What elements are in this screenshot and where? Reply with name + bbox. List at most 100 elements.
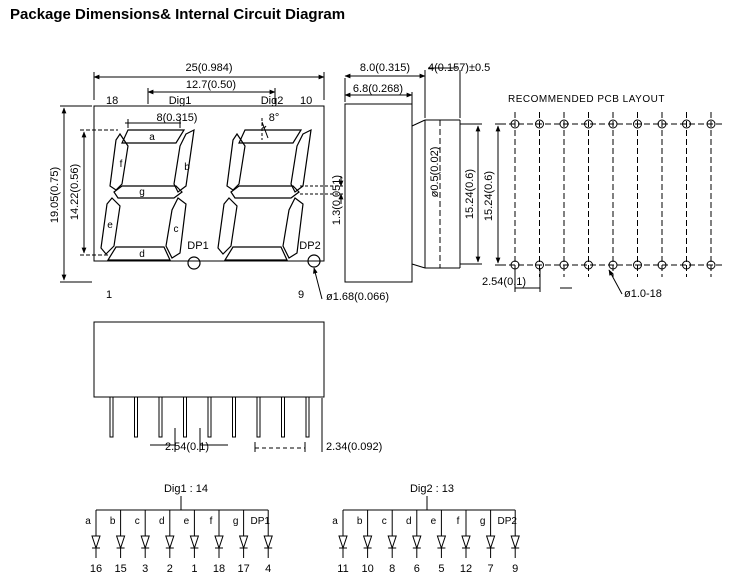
pcb-hole-top xyxy=(682,119,691,129)
segment-label: a xyxy=(85,516,91,527)
segment-label: f xyxy=(457,516,460,527)
pcb-pitch-label: 2.54(0.1) xyxy=(482,276,526,288)
bottom-pin xyxy=(305,396,310,438)
led-diode xyxy=(510,535,520,550)
pcb-hole-bottom xyxy=(706,260,716,270)
pin-number: 1 xyxy=(191,563,197,575)
dig1-segment-e xyxy=(100,197,121,255)
bottom-pin xyxy=(232,396,236,438)
bottom-pin xyxy=(183,396,187,438)
bottom-view xyxy=(93,321,325,452)
dig1-seg-f-label: f xyxy=(120,159,123,170)
led-diode xyxy=(387,535,397,550)
dp1-label: DP1 xyxy=(187,240,208,252)
pin-18-label: 18 xyxy=(106,95,118,107)
led-diode xyxy=(214,535,224,550)
segment-thickness-label: 1.3(0.051) xyxy=(331,175,343,225)
dp2-label: DP2 xyxy=(299,240,320,252)
led-diode xyxy=(436,535,447,550)
dig2-segment-a xyxy=(238,129,303,144)
led-diode xyxy=(263,535,273,550)
digit-height-dimension-label: 14.22(0.56) xyxy=(69,164,81,220)
pcb-hole-bottom xyxy=(682,260,691,270)
segment-label: a xyxy=(332,516,338,527)
side-body xyxy=(344,103,413,283)
dig1-seg-e-label: e xyxy=(107,220,113,231)
pin-number: 5 xyxy=(438,563,444,575)
dig1-segment-b xyxy=(173,128,195,193)
led-diode xyxy=(189,535,200,550)
digit-1 xyxy=(100,128,201,270)
dig2-segment-g xyxy=(230,185,300,199)
dig1-seg-c-label: c xyxy=(174,224,179,235)
pcb-hole-bottom xyxy=(633,260,642,270)
segment-label: d xyxy=(406,516,412,527)
dig1-segment-a xyxy=(121,129,186,144)
pcb-hole-bottom xyxy=(657,260,667,270)
segment-label: e xyxy=(431,516,437,527)
pcb-hole-top xyxy=(584,119,593,129)
pin-number: 7 xyxy=(488,563,494,575)
pitch-dimension-label: 12.7(0.50) xyxy=(186,79,236,91)
page-title: Package Dimensions& Internal Circuit Dia… xyxy=(10,6,346,23)
bottom-pin xyxy=(207,396,212,438)
height-dimension-label: 19.05(0.75) xyxy=(49,167,61,223)
led-diode xyxy=(165,535,175,550)
bottom-offset-label: 2.34(0.092) xyxy=(326,441,382,453)
pin-number: 17 xyxy=(237,563,249,575)
dig1-seg-a-label: a xyxy=(149,132,155,143)
dig2-segment-c xyxy=(282,197,304,259)
led-diode xyxy=(338,535,348,550)
pin-1-label: 1 xyxy=(106,289,112,301)
segment-label: e xyxy=(184,516,190,527)
pin-number: 18 xyxy=(213,563,225,575)
side-body-depth-label: 6.8(0.268) xyxy=(353,83,403,95)
bottom-pin xyxy=(281,396,285,438)
side-row-spacing-label: 15.24(0.6) xyxy=(464,169,476,219)
bottom-pin xyxy=(256,396,261,438)
pcb-hole-bottom xyxy=(584,260,593,270)
common-label: Dig1 : 14 xyxy=(164,483,208,495)
segment-label: b xyxy=(357,516,363,527)
bottom-body xyxy=(93,321,325,398)
dig2-label: Dig2 xyxy=(261,95,284,107)
dig1-label: Dig1 xyxy=(169,95,192,107)
pcb-hole-bottom xyxy=(535,260,544,270)
width-dimension-label: 25(0.984) xyxy=(185,62,232,74)
pcb-hole-top xyxy=(559,119,569,129)
led-diode xyxy=(461,535,471,550)
dp-diameter-label: ø1.68(0.066) xyxy=(326,291,389,303)
pcb-hole-top xyxy=(633,119,642,129)
pin-number: 9 xyxy=(512,563,518,575)
pcb-hole-top xyxy=(535,119,544,129)
pcb-hole-bottom xyxy=(559,260,569,270)
pcb-hole-label: ø1.0-18 xyxy=(624,288,662,300)
side-depth-label: 8.0(0.315) xyxy=(360,62,410,74)
segment-width-label: 8(0.315) xyxy=(157,112,198,124)
dig1-seg-g-label: g xyxy=(139,187,145,198)
dig1-segment-c xyxy=(165,197,187,259)
pin-number: 6 xyxy=(414,563,420,575)
dig1-seg-d-label: d xyxy=(139,249,145,260)
bottom-pin xyxy=(158,396,163,438)
pin-9-label: 9 xyxy=(298,289,304,301)
pcb-hole-bottom xyxy=(510,260,520,270)
pcb-hole-top xyxy=(657,119,667,129)
dig1-segment-g xyxy=(113,185,183,199)
pcb-layout xyxy=(495,112,724,295)
segment-label: g xyxy=(233,516,239,527)
dig2-segment-f xyxy=(226,132,246,191)
dig1-segment-d xyxy=(106,246,171,261)
segment-label: g xyxy=(480,516,486,527)
pin-number: 8 xyxy=(389,563,395,575)
side-view xyxy=(344,67,482,283)
dig2-segment-d xyxy=(223,246,288,261)
pcb-layout-title: RECOMMENDED PCB LAYOUT xyxy=(508,94,665,105)
front-view xyxy=(60,72,345,300)
led-diode xyxy=(238,535,249,550)
bottom-pin xyxy=(109,396,114,438)
segment-label: f xyxy=(210,516,213,527)
bottom-pin xyxy=(134,396,138,438)
